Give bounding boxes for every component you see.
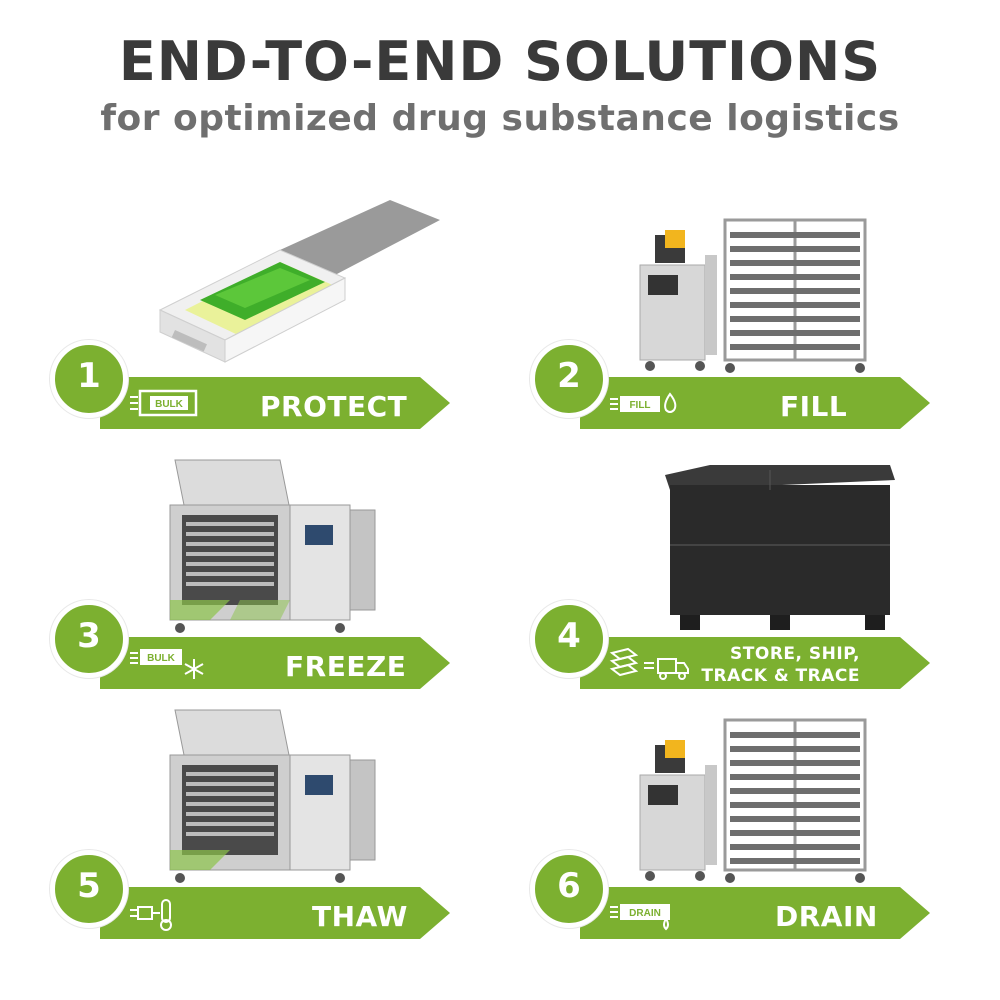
- step-label: PROTECT: [260, 390, 408, 423]
- step-number-badge: 6: [530, 850, 608, 928]
- fill-drop-icon: FILL: [610, 392, 677, 413]
- step-fill: FILL FILL 2: [530, 190, 970, 440]
- step-number-badge: 1: [50, 340, 128, 418]
- step-label-line-2: TRACK & TRACE: [701, 666, 860, 686]
- step-label-line-1: STORE, SHIP,: [730, 644, 860, 664]
- step-store-ship: STORE, SHIP, TRACK & TRACE 4: [530, 450, 970, 700]
- thawing-unit-image: [169, 709, 376, 883]
- step-drain: DRAIN DRAIN 6: [530, 700, 970, 950]
- svg-text:FILL: FILL: [629, 400, 650, 411]
- draining-station-rack-image: [639, 718, 867, 883]
- step-label: FREEZE: [285, 650, 407, 683]
- bulk-snowflake-icon: BULK: [130, 649, 204, 679]
- step-banner: [580, 637, 930, 689]
- step-thaw: THAW 5: [50, 700, 490, 950]
- svg-text:BULK: BULK: [147, 653, 176, 664]
- bulk-bag-icon: BULK: [130, 389, 198, 417]
- step-banner: [580, 377, 930, 429]
- thermometer-plug-icon: [130, 899, 172, 931]
- stack-truck-icon: [609, 647, 689, 680]
- svg-text:DRAIN: DRAIN: [629, 908, 661, 919]
- shipping-container-image: [665, 465, 895, 630]
- page-title: END-TO-END SOLUTIONS: [118, 30, 882, 93]
- drain-drop-icon: DRAIN: [610, 904, 670, 931]
- filling-station-rack-image: [639, 218, 867, 373]
- svg-text:BULK: BULK: [155, 399, 184, 410]
- step-freeze: BULK FREEZE 3: [50, 450, 490, 700]
- bulk-bag-tray-image: [158, 200, 440, 363]
- step-number-badge: 4: [530, 600, 608, 678]
- page-subtitle: for optimized drug substance logistics: [100, 98, 900, 139]
- step-protect: BULK PROTECT 1: [50, 190, 490, 440]
- step-banner: [100, 637, 450, 689]
- freezer-unit-image: [169, 459, 376, 633]
- step-label: DRAIN: [775, 900, 878, 933]
- step-number-badge: 5: [50, 850, 128, 928]
- step-number-badge: 3: [50, 600, 128, 678]
- step-label: THAW: [312, 900, 408, 933]
- step-label: FILL: [780, 390, 848, 423]
- step-number-badge: 2: [530, 340, 608, 418]
- step-banner: [100, 887, 450, 939]
- step-label-multiline: STORE, SHIP, TRACK & TRACE: [701, 643, 860, 687]
